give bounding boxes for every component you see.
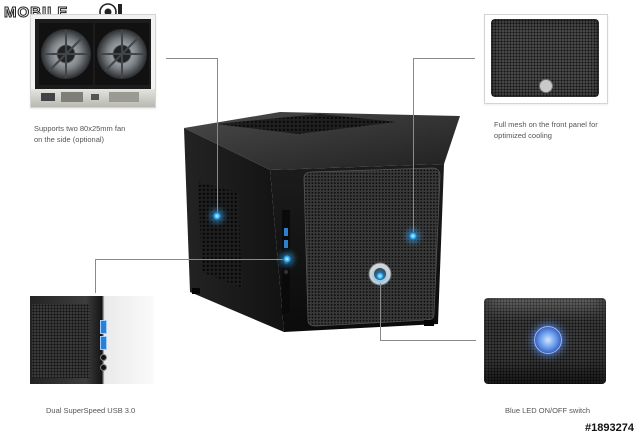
leader-line-front-mesh — [413, 58, 414, 236]
usb-port-icon — [100, 320, 107, 334]
leader-line-front-mesh — [413, 58, 475, 59]
case-product-image — [184, 112, 460, 332]
hotspot-led — [376, 272, 384, 280]
audio-jack-icon — [100, 364, 107, 371]
leader-line-side-fan — [217, 58, 218, 216]
leader-line-usb — [95, 259, 286, 260]
leader-line-led — [380, 340, 476, 341]
cooler-master-logo-icon — [539, 79, 553, 93]
usb-caption: Dual SuperSpeed USB 3.0 — [46, 406, 136, 415]
usb-side-mesh — [32, 304, 90, 378]
led-switch-caption: Blue LED ON/OFF switch — [505, 406, 591, 415]
front-mesh-image — [491, 19, 599, 97]
usb-port-icon — [100, 336, 107, 350]
audio-jack-icon — [100, 354, 107, 361]
leader-line-side-fan — [166, 58, 218, 59]
side-fans-image — [31, 15, 155, 107]
hotspot-side-fan — [213, 212, 221, 220]
leader-line-led — [380, 283, 381, 341]
led-switch-thumbnail — [484, 298, 606, 384]
hotspot-front-mesh — [409, 232, 417, 240]
blue-led-button-icon — [534, 326, 562, 354]
side-fan-thumbnail — [30, 14, 156, 108]
front-mesh-thumbnail — [484, 14, 608, 104]
leader-line-usb — [95, 259, 96, 293]
front-mesh-caption: Full mesh on the front panel for optimiz… — [494, 120, 598, 140]
hotspot-usb — [283, 255, 291, 263]
watermark-id: #1893274 — [585, 422, 634, 434]
side-fan-caption: Supports two 80x25mm fan on the side (op… — [34, 124, 126, 144]
usb-thumbnail — [30, 296, 154, 384]
